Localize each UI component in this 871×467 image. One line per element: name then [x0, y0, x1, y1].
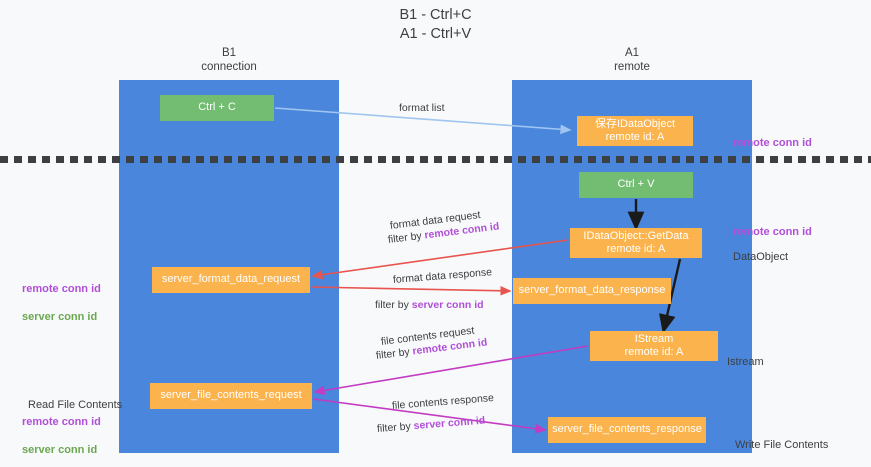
node-ctrl-v[interactable]: Ctrl + V: [579, 172, 693, 198]
lane-a1-lower: [512, 160, 752, 453]
edge-label-file-contents-response: file contents response: [391, 392, 495, 412]
annotation-remote-conn-id-top: remote conn id: [733, 122, 812, 150]
edge-label-file-contents-response-filter: filter by server conn id: [376, 414, 486, 436]
diagram-title: B1 - Ctrl+C A1 - Ctrl+V: [399, 7, 472, 42]
annotation-remote-conn-id-label: remote conn id: [733, 137, 812, 149]
edge-label-format-data-response-filter: filter by server conn id: [375, 298, 484, 312]
annotation-read-file-contents: Read File Contents: [28, 384, 122, 412]
column-header-a1: A1 remote: [614, 47, 650, 73]
annotation-remote-conn-id-label: remote conn id: [22, 283, 101, 295]
edge-label-format-list: format list: [399, 102, 445, 114]
annotation-server-conn-id-label: server conn id: [22, 444, 98, 456]
annotation-read-file-contents-label: Read File Contents: [28, 399, 123, 411]
filter-by-text: filter by: [375, 299, 412, 311]
lane-b1-lower: [119, 160, 339, 453]
annotation-remote-conn-id-mid: remote conn id: [733, 211, 812, 239]
annotation-istream: Istream: [727, 341, 764, 369]
annotation-left-conn-ids-2: remote conn id server conn id: [22, 401, 101, 457]
annotation-remote-conn-id-label: remote conn id: [22, 416, 101, 428]
annotation-istream-label: Istream: [727, 356, 764, 368]
server-conn-id-text: server conn id: [413, 414, 486, 433]
column-header-b1: B1 connection: [201, 47, 257, 73]
node-ctrl-c[interactable]: Ctrl + C: [160, 95, 274, 121]
annotation-remote-conn-id-label: remote conn id: [733, 226, 812, 238]
node-server-format-data-request[interactable]: server_format_data_request: [152, 267, 310, 293]
annotation-server-conn-id-label: server conn id: [22, 311, 98, 323]
dashed-divider: [0, 156, 871, 163]
edge-format-data-response: [311, 286, 512, 296]
server-conn-id-text: server conn id: [411, 299, 484, 311]
filter-by-text: filter by: [387, 229, 426, 246]
node-istream[interactable]: IStream remote id: A: [590, 331, 718, 361]
edge-label-format-data-response: format data response: [392, 266, 493, 286]
annotation-left-conn-ids: remote conn id server conn id: [22, 268, 101, 324]
node-save-idataobject[interactable]: 保存IDataObject remote id: A: [577, 116, 693, 146]
filter-by-text: filter by: [375, 345, 414, 362]
node-server-format-data-response[interactable]: server_format_data_response: [513, 278, 671, 304]
node-server-file-contents-request[interactable]: server_file_contents_request: [150, 383, 312, 409]
annotation-dataobject: DataObject: [733, 236, 788, 264]
annotation-write-file-contents-label: Write File Contents: [735, 439, 829, 451]
annotation-write-file-contents: Write File Contents: [735, 424, 828, 452]
annotation-dataobject-label: DataObject: [733, 251, 789, 263]
filter-by-text: filter by: [376, 420, 415, 435]
node-idataobject-getdata[interactable]: IDataObject::GetData remote id: A: [570, 228, 702, 258]
node-server-file-contents-response[interactable]: server_file_contents_response: [548, 417, 706, 443]
